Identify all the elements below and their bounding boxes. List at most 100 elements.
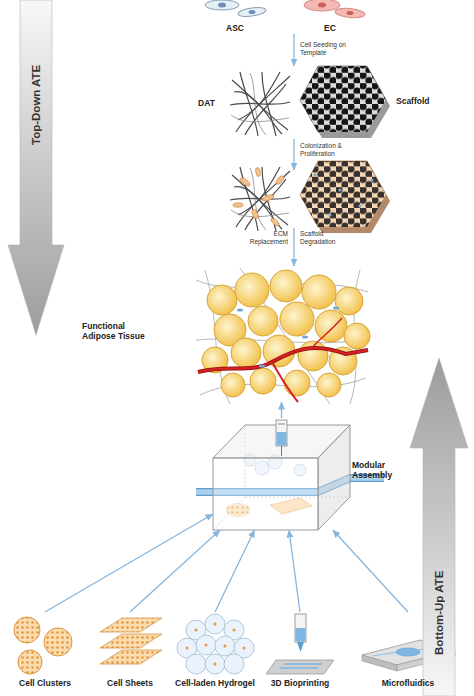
flow-arrow bbox=[293, 139, 294, 170]
node-label: EC bbox=[300, 23, 360, 33]
approach-arrow: Bottom-Up ATE bbox=[410, 358, 468, 696]
dat-fibers bbox=[245, 84, 286, 135]
node-label: 3D Bioprinting bbox=[268, 678, 332, 688]
step-annotation: Scaffold Degradation bbox=[300, 230, 346, 246]
cell-laden-hydrogel bbox=[186, 654, 206, 674]
adipose-tissue bbox=[198, 348, 368, 372]
dat-fibers bbox=[230, 72, 290, 136]
colonized-dat bbox=[230, 167, 290, 231]
cell-laden-hydrogel bbox=[186, 623, 246, 666]
cell-sheets bbox=[100, 650, 162, 664]
colonized-scaffold bbox=[358, 204, 361, 207]
adipose-tissue bbox=[237, 307, 339, 368]
flow-arrow bbox=[130, 530, 220, 612]
arrow-shape bbox=[410, 358, 468, 696]
adipose-tissue bbox=[231, 338, 261, 368]
bioprinter bbox=[280, 664, 322, 668]
asc-cells bbox=[205, 0, 239, 10]
cell-laden-hydrogel bbox=[186, 647, 189, 650]
adipose-tissue bbox=[272, 362, 298, 402]
assembly-cube bbox=[213, 458, 318, 530]
adipose-tissue bbox=[248, 306, 278, 336]
flow-arrow bbox=[281, 402, 282, 418]
assembly-cube: Modular Assembly bbox=[213, 418, 350, 530]
node-label: Cell Clusters bbox=[8, 678, 82, 688]
adipose-tissue bbox=[344, 323, 370, 349]
porous-scaffold bbox=[300, 66, 390, 138]
porous-scaffold bbox=[300, 66, 386, 132]
cell-laden-hydrogel bbox=[243, 647, 246, 650]
colonized-scaffold bbox=[300, 161, 390, 233]
dat-fibers bbox=[234, 92, 282, 134]
dat-fibers bbox=[262, 72, 276, 136]
module-type: Cell Sheets bbox=[95, 612, 165, 676]
cell-laden-hydrogel bbox=[195, 629, 198, 632]
step-annotation: Colonization & Proliferation bbox=[300, 142, 352, 158]
adipose-tissue bbox=[202, 270, 370, 397]
colonized-dat bbox=[275, 175, 285, 186]
adipose-tissue bbox=[302, 275, 336, 309]
adipose-tissue bbox=[302, 336, 308, 339]
ec-cells bbox=[304, 0, 365, 19]
colonized-dat bbox=[230, 167, 290, 231]
assembly-cube bbox=[278, 424, 285, 425]
adipose-tissue bbox=[237, 309, 243, 312]
node-label: Microfluidics bbox=[360, 678, 456, 688]
colonized-dat bbox=[270, 217, 280, 227]
adipose-tissue bbox=[333, 307, 339, 310]
asc-cells bbox=[218, 3, 226, 8]
adipose-tissue bbox=[317, 373, 341, 397]
colonized-scaffold bbox=[300, 161, 386, 227]
flow-arrow bbox=[289, 530, 300, 612]
dat-fibers bbox=[250, 73, 266, 135]
cell-laden-hydrogel bbox=[215, 636, 235, 656]
template: Scaffold bbox=[300, 62, 440, 138]
node-label: Cell-laden Hydrogel bbox=[170, 678, 260, 688]
colonized-scaffold bbox=[313, 173, 316, 176]
cell-laden-hydrogel bbox=[177, 614, 254, 674]
ec-cells bbox=[318, 3, 326, 8]
colonized-scaffold bbox=[328, 213, 331, 216]
flow-arrow bbox=[293, 228, 294, 266]
flow-arrow bbox=[294, 34, 295, 266]
assembly-cube bbox=[281, 446, 282, 456]
node-label: Functional Adipose Tissue bbox=[82, 321, 154, 341]
adipose-tissue bbox=[235, 273, 269, 307]
colonized-dat bbox=[233, 203, 243, 207]
node-label: Top-Down ATE bbox=[29, 45, 43, 165]
asc-cells bbox=[249, 10, 256, 14]
ec-cells bbox=[335, 7, 366, 19]
node-label: Scaffold bbox=[396, 96, 440, 106]
cell-laden-hydrogel bbox=[177, 614, 254, 674]
module-type: Microfluidics bbox=[360, 612, 456, 676]
colonized-dat bbox=[262, 194, 275, 203]
bioprinter bbox=[297, 642, 304, 652]
cell-laden-hydrogel bbox=[205, 654, 225, 674]
cell-clusters bbox=[14, 617, 72, 674]
adipose-tissue bbox=[310, 318, 342, 350]
dat-fibers bbox=[231, 115, 289, 122]
cell-laden-hydrogel bbox=[205, 644, 208, 647]
adipose-tissue bbox=[315, 310, 347, 342]
adipose-tissue bbox=[270, 270, 302, 302]
assembly-cube bbox=[318, 425, 350, 530]
colonized-dat bbox=[255, 167, 261, 177]
asc-cells bbox=[238, 6, 267, 18]
cell-laden-hydrogel bbox=[224, 654, 244, 674]
ec-cells bbox=[304, 0, 340, 11]
dat-fibers bbox=[238, 72, 280, 120]
node-label: ASC bbox=[205, 23, 265, 33]
adipose-tissue bbox=[259, 365, 265, 368]
cell-type: ASC bbox=[205, 0, 265, 36]
cell-clusters bbox=[14, 617, 40, 643]
bioprinter bbox=[266, 614, 334, 674]
adipose-tissue bbox=[335, 287, 363, 315]
approach-arrow: Top-Down ATE bbox=[8, 0, 64, 335]
colonized-dat bbox=[233, 167, 285, 227]
microfluidic-chip bbox=[362, 655, 397, 671]
arrow-shape bbox=[8, 0, 64, 335]
adipose-tissue bbox=[207, 285, 237, 315]
node-label: Cell Sheets bbox=[95, 678, 165, 688]
assembly-cube bbox=[277, 432, 287, 446]
